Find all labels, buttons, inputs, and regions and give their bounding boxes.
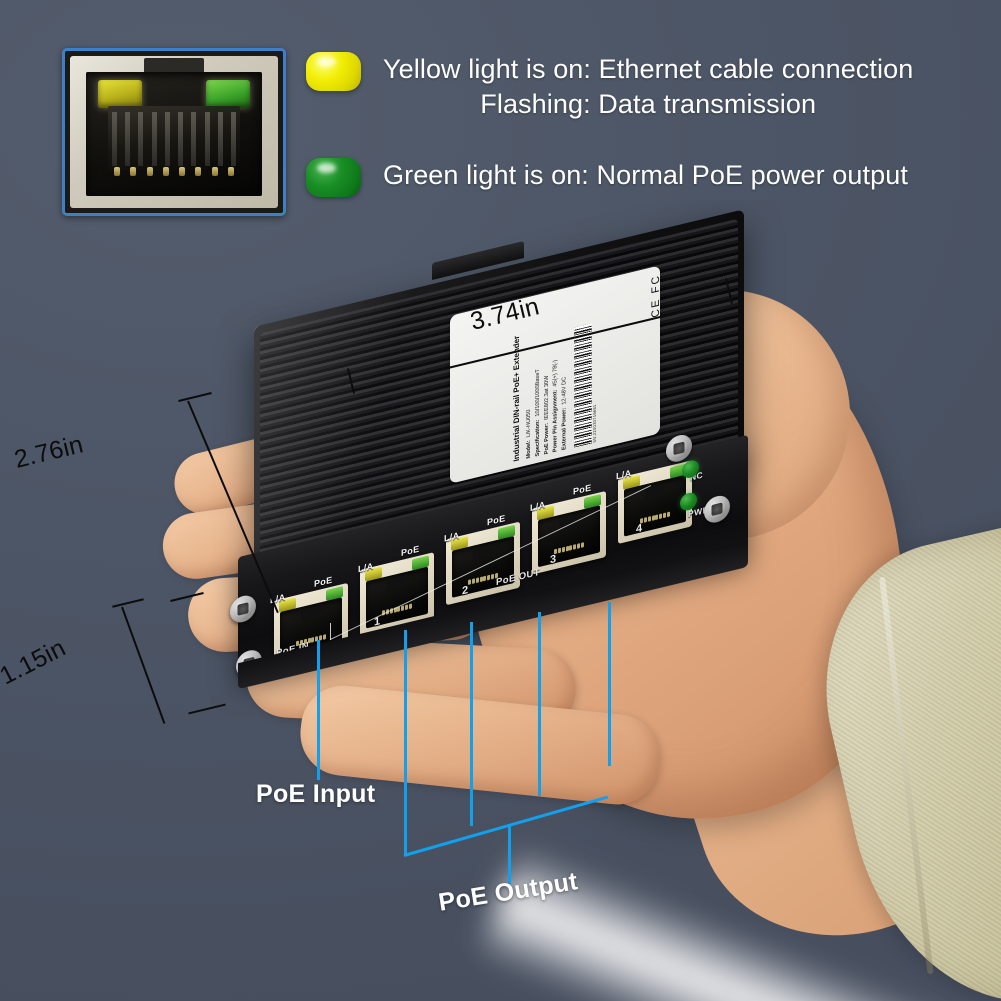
rj45-cavity xyxy=(86,72,262,196)
rj45-gold-contacts xyxy=(114,167,234,176)
callout-line-port-2 xyxy=(470,622,473,826)
mount-screw-top-left xyxy=(230,592,256,626)
rj45-closeup-inset xyxy=(62,48,286,216)
rj45-shield-housing xyxy=(70,56,278,208)
yellow-led-icon xyxy=(306,52,361,91)
label-field-external-power: External Power: 12-48V DC xyxy=(561,376,567,451)
legend-yellow-line1: Yellow light is on: Ethernet cable conne… xyxy=(383,54,914,84)
port-notch xyxy=(387,574,407,592)
callout-label-poe-input: PoE Input xyxy=(256,780,376,808)
label-field-specification: Specification: 10/100/1000BaseT xyxy=(535,368,541,457)
legend-row-yellow: Yellow light is on: Ethernet cable conne… xyxy=(306,52,926,122)
legend-green-line1: Green light is on: Normal PoE power outp… xyxy=(383,160,908,191)
callout-line-port-1 xyxy=(404,630,407,856)
port-notch xyxy=(473,544,493,561)
led-legend: Yellow light is on: Ethernet cable conne… xyxy=(306,52,926,198)
barcode-number: SN:220030719681 xyxy=(592,403,598,444)
label-field-model: Model: LIK-HU050 xyxy=(526,408,533,459)
dimension-label-height: 1.15in xyxy=(0,633,71,691)
callout-line-port-4 xyxy=(608,602,611,766)
dimension-line-height xyxy=(121,606,166,724)
dimension-label-width: 2.76in xyxy=(11,430,87,474)
rj45-contact-fingers xyxy=(112,112,236,166)
callout-line-poe-input xyxy=(317,640,320,780)
dimension-tick xyxy=(112,598,144,608)
green-led-icon xyxy=(306,158,361,198)
callout-collector-bar xyxy=(403,795,609,857)
label-field-poe-power: PoE Power: IEEE802.3at 30W xyxy=(543,374,550,455)
port-number-2: 2 xyxy=(462,583,469,598)
rj45-latch-slot xyxy=(144,58,204,76)
barcode xyxy=(573,323,592,448)
port-pins xyxy=(640,511,670,524)
port-number-3: 3 xyxy=(550,552,557,567)
port-pins xyxy=(382,603,412,616)
callout-stem-poe-output xyxy=(508,824,511,884)
port-notch xyxy=(301,605,321,623)
label-title: Industrial DIN-rail PoE+ Extender xyxy=(512,334,522,463)
rj45-led-yellow xyxy=(98,80,142,108)
certification-marks: CE FC xyxy=(650,272,660,319)
product-photo-area: Industrial DIN-rail PoE+ Extender Model:… xyxy=(0,200,1001,1001)
legend-text-green: Green light is on: Normal PoE power outp… xyxy=(383,158,908,193)
port-number-4: 4 xyxy=(636,522,643,536)
legend-row-green: Green light is on: Normal PoE power outp… xyxy=(306,158,926,198)
rj45-led-green xyxy=(206,80,250,108)
legend-yellow-line2: Flashing: Data transmission xyxy=(480,89,817,120)
port-pins xyxy=(468,572,498,586)
port-pins xyxy=(554,542,584,555)
label-field-power-pin: Power Pin Assignment: 45(+) 78(-) xyxy=(552,359,559,453)
callout-line-port-3 xyxy=(538,612,541,796)
dimension-tick xyxy=(178,392,212,402)
legend-text-yellow: Yellow light is on: Ethernet cable conne… xyxy=(383,52,913,122)
